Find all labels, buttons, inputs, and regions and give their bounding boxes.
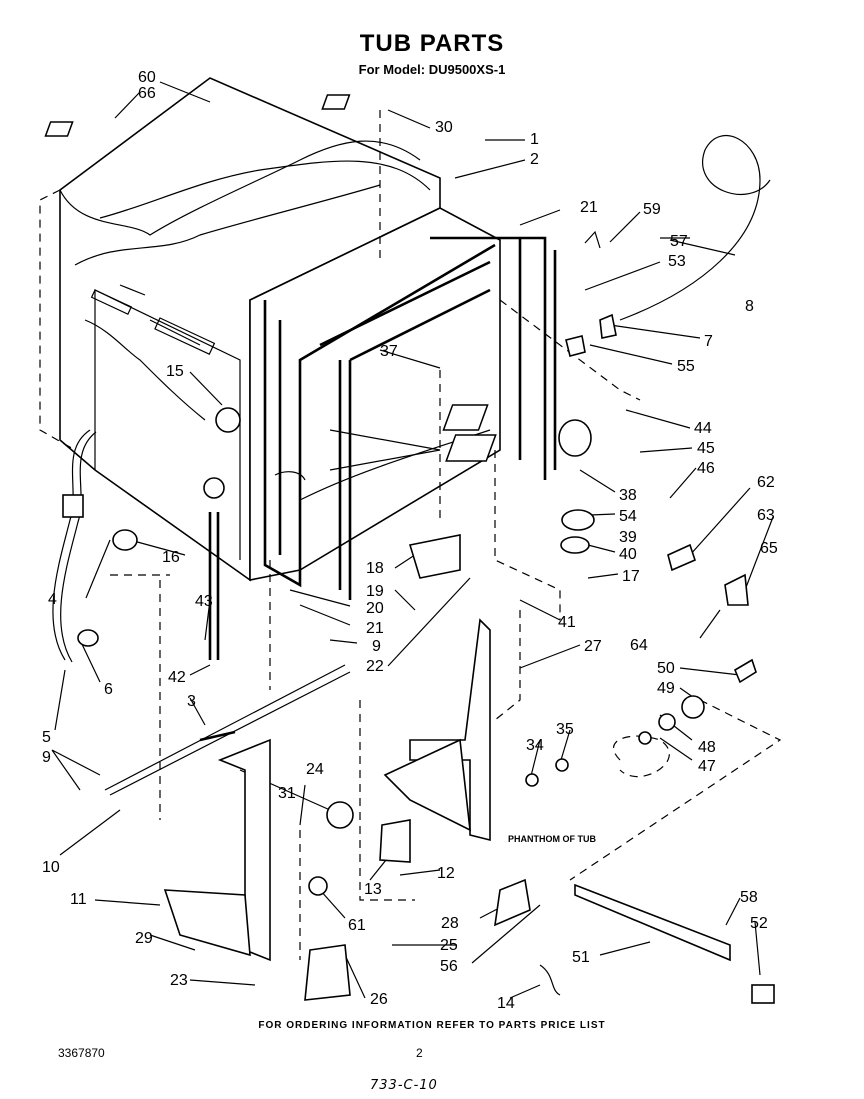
callout: 30 (435, 119, 453, 136)
page-title: TUB PARTS (359, 30, 505, 57)
callout: 46 (697, 460, 715, 477)
callout: 50 (657, 660, 675, 677)
callout: 10 (42, 859, 60, 876)
callout: 18 (366, 560, 384, 577)
callout: 49 (657, 680, 675, 697)
callout: 26 (370, 991, 388, 1008)
callout: 20 (366, 600, 384, 617)
callout: 24 (306, 761, 324, 778)
callout: 60 (138, 69, 156, 86)
callout: 19 (366, 583, 384, 600)
callout: 47 (698, 758, 716, 775)
callout: 15 (166, 363, 184, 380)
callout: 16 (162, 549, 180, 566)
callout: 2 (530, 151, 539, 168)
callout: 9 (42, 749, 51, 766)
tub-front-frame (249, 207, 557, 600)
callout: 64 (630, 637, 648, 654)
callout: 65 (760, 540, 778, 557)
callout: 39 (619, 529, 637, 546)
callout: 45 (697, 440, 715, 457)
callout: 14 (497, 995, 515, 1012)
callout: 37 (380, 343, 398, 360)
callout: 9 (372, 638, 381, 655)
callout: 13 (364, 881, 382, 898)
callout: 54 (619, 508, 637, 525)
callout: 17 (622, 568, 640, 585)
callout: 63 (757, 507, 775, 524)
callout: 29 (135, 930, 153, 947)
dashed-assembly-lines (39, 110, 782, 960)
callout: 6 (104, 681, 113, 698)
callout: 7 (704, 333, 713, 350)
handwritten-stamp: 733-C-10 (370, 1078, 438, 1093)
callout: 4 (48, 591, 57, 608)
callout: 53 (668, 253, 686, 270)
callout: 12 (437, 865, 455, 882)
callout: 23 (170, 972, 188, 989)
callout: 21 (366, 620, 384, 637)
callout: 25 (440, 937, 458, 954)
callout: 1 (530, 131, 539, 148)
model-subtitle: For Model: DU9500XS-1 (358, 62, 506, 77)
callout: 27 (584, 638, 602, 655)
callout: 43 (195, 593, 213, 610)
callout: 52 (750, 915, 768, 932)
callout: 31 (278, 785, 296, 802)
callout: 40 (619, 546, 637, 563)
callout: 44 (694, 420, 712, 437)
callout: 22 (366, 658, 384, 675)
callout: 51 (572, 949, 590, 966)
callout: 66 (138, 85, 156, 102)
callout: 21 (580, 199, 598, 216)
callout: 48 (698, 739, 716, 756)
leader-lines (51, 81, 774, 999)
callout: 56 (440, 958, 458, 975)
callout: 41 (558, 614, 576, 631)
callout: 3 (187, 693, 196, 710)
callout: 55 (677, 358, 695, 375)
phantom-of-tub-note: PHANTHOM OF TUB (508, 834, 596, 844)
callout: 5 (42, 729, 51, 746)
callout: 58 (740, 889, 758, 906)
callout: 8 (745, 298, 754, 315)
callout: 42 (168, 669, 186, 686)
callout: 59 (643, 201, 661, 218)
panels-and-brackets (163, 404, 731, 962)
callout: 34 (526, 737, 544, 754)
callout: 35 (556, 721, 574, 738)
document-number: 3367870 (58, 1046, 105, 1060)
callout-labels: 60 66 30 1 2 21 59 57 53 8 7 55 37 15 44… (42, 69, 778, 1012)
callout: 38 (619, 487, 637, 504)
ordering-note: FOR ORDERING INFORMATION REFER TO PARTS … (258, 1020, 606, 1031)
callout: 61 (348, 917, 366, 934)
callout: 28 (441, 915, 459, 932)
page-number: 2 (416, 1046, 423, 1060)
small-parts (44, 94, 775, 1004)
callout: 11 (70, 891, 87, 908)
callout: 57 (670, 233, 688, 250)
callout: 62 (757, 474, 775, 491)
